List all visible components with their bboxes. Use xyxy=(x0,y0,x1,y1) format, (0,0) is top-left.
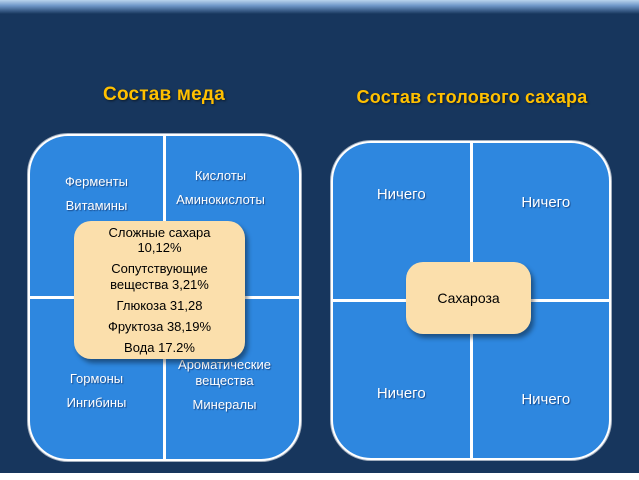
quadrant-label: Ничего xyxy=(376,185,426,203)
top-gradient-bar xyxy=(0,0,639,14)
quadrant-line: Кислоты xyxy=(194,167,247,183)
quadrant-line: Минералы xyxy=(192,396,257,412)
quadrant-label: Ничего xyxy=(521,193,571,211)
honey-diagram-title: Состав меда xyxy=(103,84,225,105)
component-line: Фруктоза 38,19% xyxy=(107,318,212,334)
quadrant-label: Ничего xyxy=(521,390,571,408)
honey-quadrant-top-right: Кислоты Аминокислоты xyxy=(166,136,299,296)
quadrant-line: Ингибины xyxy=(66,395,127,410)
component-line: Вода 17.2% xyxy=(124,339,195,355)
quadrant-label: Ароматические вещества Минералы xyxy=(166,357,284,413)
honey-components-box: Сложные сахара 10,12% Сопутствующие веще… xyxy=(74,221,245,359)
quadrant-label: Кислоты Аминокислоты xyxy=(176,168,265,209)
quadrant-line: Ароматические вещества xyxy=(178,357,271,389)
component-line: Глюкоза 31,28 xyxy=(116,297,203,313)
quadrant-line: Ферменты xyxy=(65,173,128,189)
component-line: Сложные сахара 10,12% xyxy=(108,224,211,256)
sucrose-box: Сахароза xyxy=(406,262,531,334)
sugar-diagram-title: Состав столового сахара xyxy=(356,87,588,107)
quadrant-label: Ничего xyxy=(376,384,426,402)
quadrant-line: Гормоны xyxy=(69,370,124,386)
sugar-quadrant-bottom-left: Ничего xyxy=(333,302,470,458)
sucrose-label: Сахароза xyxy=(437,290,500,306)
bottom-border xyxy=(0,473,639,480)
quadrant-line: Витамины xyxy=(65,198,128,213)
honey-composition-diagram: Ферменты Витамины Кислоты Аминокислоты Г… xyxy=(28,134,301,461)
quadrant-label: Ферменты Витамины xyxy=(65,174,128,215)
sugar-composition-diagram: Ничего Ничего Ничего Ничего Сахароза xyxy=(331,141,611,460)
quadrant-line: Аминокислоты xyxy=(176,192,265,207)
quadrant-label: Гормоны Ингибины xyxy=(67,371,127,412)
component-line: Сопутствующие вещества 3,21% xyxy=(110,261,209,293)
